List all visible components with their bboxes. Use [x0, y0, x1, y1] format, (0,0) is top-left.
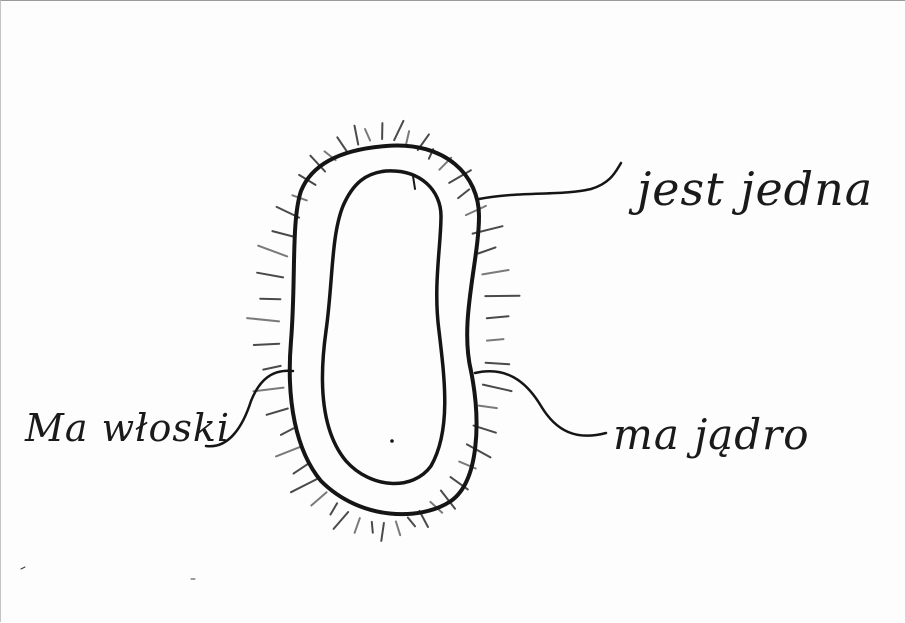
cilium-hair	[267, 409, 288, 415]
label-top-right: jest jedna	[628, 162, 873, 216]
cilium-hair	[365, 129, 370, 141]
cilium-hair	[372, 522, 373, 533]
cilium-hair	[334, 512, 349, 529]
cilium-hair	[263, 366, 280, 370]
cilium-hair	[294, 464, 308, 474]
cilium-hair	[487, 316, 509, 318]
cilium-hair	[381, 523, 384, 541]
cilium-hair	[406, 131, 409, 144]
nucleus-dot	[390, 439, 394, 443]
cilium-hair	[258, 246, 287, 257]
cilium-hair	[394, 121, 403, 140]
cilium-hair	[458, 189, 469, 198]
cilium-hair	[260, 299, 280, 300]
cilium-hair	[467, 444, 491, 457]
cilium-hair	[276, 447, 300, 457]
cilium-hair	[247, 318, 279, 321]
cell-membrane	[290, 146, 479, 515]
cilium-hair	[355, 126, 359, 145]
leader-line-top	[479, 163, 621, 199]
cilium-hair	[254, 344, 279, 345]
leader-line-bottom-right	[475, 371, 606, 435]
cilium-hair	[486, 363, 510, 365]
cilium-hair	[483, 385, 512, 392]
cilia	[247, 121, 519, 541]
cilium-hair	[337, 137, 346, 151]
cilium-hair	[311, 492, 326, 505]
stray-mark	[21, 567, 25, 569]
cilium-hair	[281, 428, 294, 435]
cilium-hair	[355, 518, 360, 533]
cilium-hair	[396, 522, 400, 536]
cilium-hair	[272, 231, 292, 236]
cilium-hair	[257, 273, 283, 278]
cilium-hair	[482, 270, 508, 274]
cilium-hair	[466, 206, 486, 215]
cilium-hair	[479, 406, 497, 409]
label-left: Ma włoski	[24, 406, 230, 450]
nucleus	[323, 171, 445, 484]
cilium-hair	[487, 339, 504, 341]
label-bottom-right: ma jądro	[613, 410, 810, 459]
cilium-hair	[478, 247, 495, 253]
cilium-hair	[331, 503, 338, 514]
nucleus-mark	[413, 176, 415, 189]
cilium-hair	[408, 518, 415, 527]
cilium-hair	[291, 479, 317, 492]
